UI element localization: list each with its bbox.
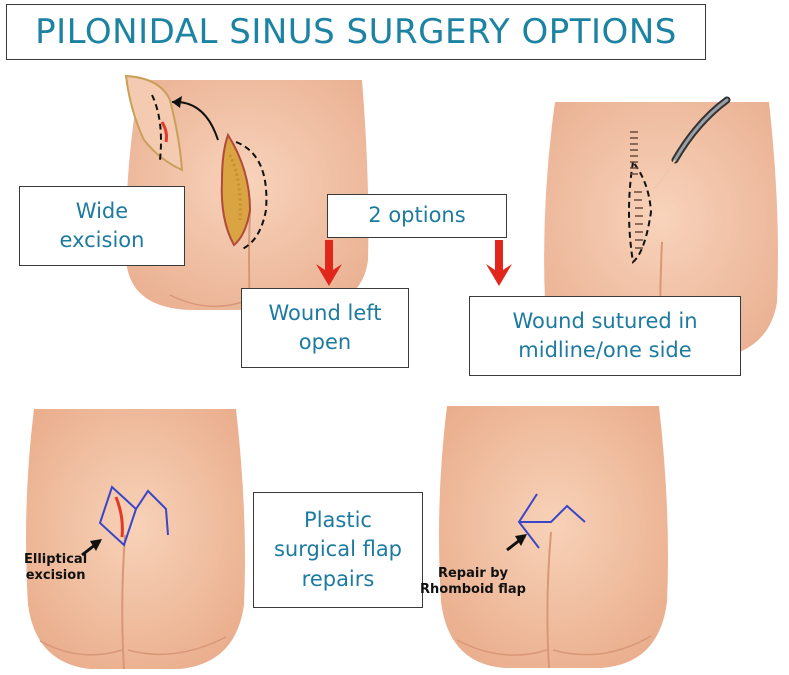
wound-sutured-line: Wound sutured in	[512, 308, 698, 333]
callout-line: Elliptical	[24, 552, 88, 567]
two-options-text: 2 options	[368, 203, 466, 228]
arrow-down-icon	[486, 240, 512, 286]
wound-sutured-label: Wound sutured in midline/one side	[469, 296, 741, 376]
rhomboid-flap-illustration	[439, 406, 668, 669]
callout-line: excision	[25, 568, 86, 584]
elliptical-excision-callout: Elliptical excision	[24, 552, 87, 585]
wound-sutured-line: midline/one side	[518, 338, 692, 362]
plastic-flap-line: surgical flap	[273, 537, 403, 562]
callout-line: Repair by	[437, 566, 509, 581]
wide-excision-label: Wide excision	[19, 186, 185, 266]
page-title: PILONIDAL SINUS SURGERY OPTIONS	[6, 4, 706, 60]
wide-excision-line: excision	[59, 228, 145, 252]
wide-excision-illustration	[124, 74, 369, 311]
plastic-flap-line: repairs	[301, 566, 375, 591]
rhomboid-flap-callout: Repair by Rhomboid flap	[420, 566, 526, 599]
elliptical-excision-illustration	[26, 409, 245, 670]
wound-open-line: Wound left	[268, 300, 382, 325]
title-text: PILONIDAL SINUS SURGERY OPTIONS	[35, 12, 677, 52]
wound-open-line: open	[298, 330, 352, 354]
plastic-flap-line: Plastic	[304, 507, 372, 532]
arrow-down-icon	[316, 240, 342, 286]
wide-excision-line: Wide	[75, 198, 129, 223]
suture-line	[630, 131, 643, 249]
callout-line: Rhomboid flap	[420, 582, 526, 598]
plastic-flap-label: Plastic surgical flap repairs	[253, 492, 423, 608]
wound-left-open-label: Wound left open	[241, 288, 409, 368]
two-options-label: 2 options	[327, 194, 507, 238]
